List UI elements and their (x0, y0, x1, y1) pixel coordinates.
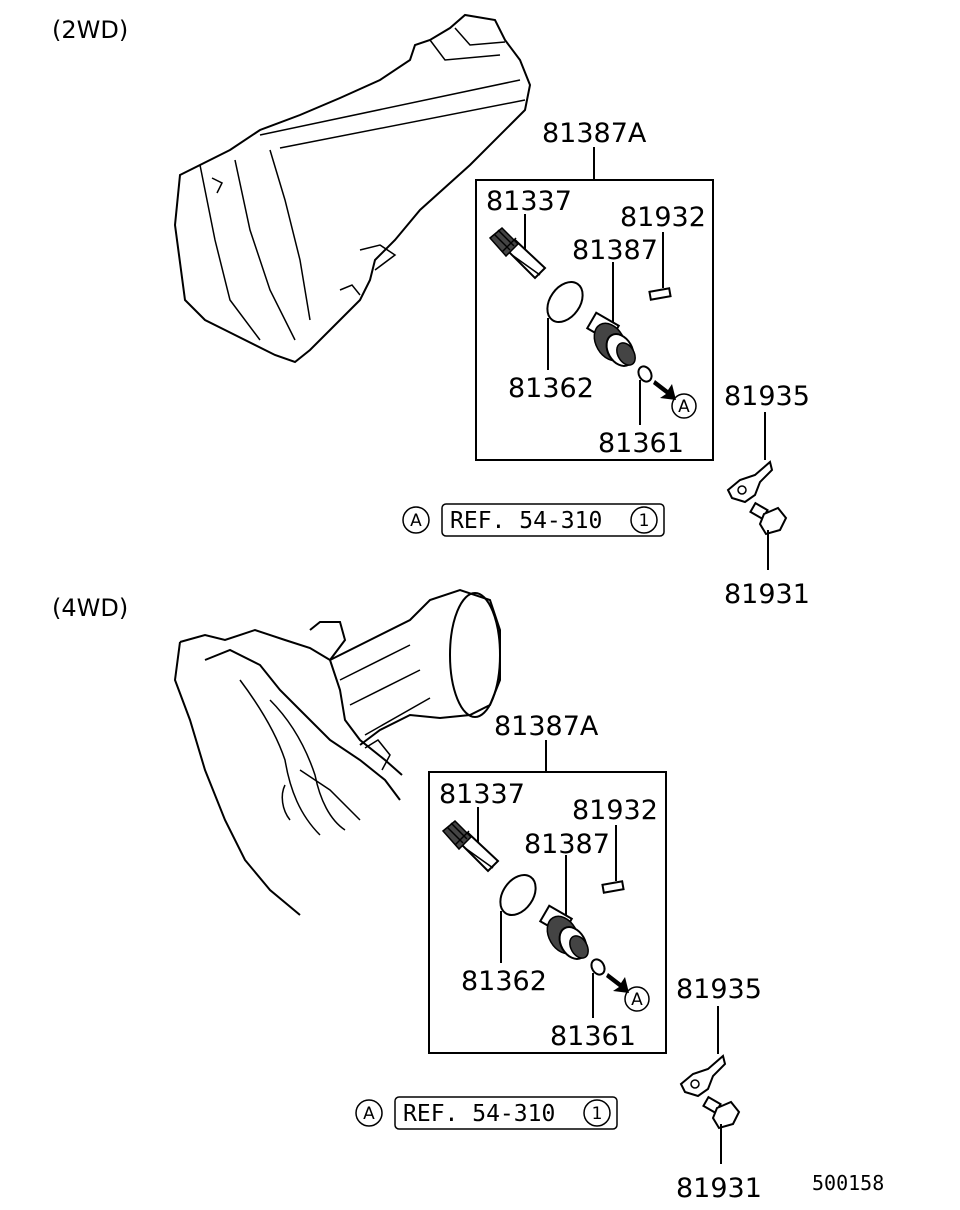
reference-page-2wd: 1 (639, 511, 650, 531)
part-label-pin-4wd: 81932 (572, 795, 658, 826)
pin-2wd (648, 232, 672, 301)
reference-note-4wd: A REF. 54-310 1 (355, 1096, 618, 1130)
diagram-code: 500158 (812, 1171, 884, 1195)
transmission-housing-2wd (173, 13, 532, 364)
reference-marker-2wd: A (410, 511, 422, 531)
callout-marker-4wd: A (631, 990, 643, 1010)
o-ring-large-2wd (546, 281, 584, 370)
drive-gear-4wd (441, 807, 500, 873)
o-ring-small-4wd (590, 958, 629, 1018)
arrow-icon (606, 973, 629, 993)
section-heading-2wd: (2WD) (52, 16, 128, 44)
callout-marker-circle (624, 986, 650, 1012)
part-label-assembly-4wd: 81387A (494, 711, 599, 742)
reference-page-4wd: 1 (592, 1104, 603, 1124)
part-label-gear-4wd: 81337 (439, 779, 525, 810)
bolt-2wd (749, 501, 788, 570)
part-label-clamp-4wd: 81935 (676, 974, 762, 1005)
arrow-icon (653, 380, 676, 400)
reference-marker-4wd: A (363, 1104, 375, 1124)
assembly-box-2wd (475, 179, 714, 461)
sleeve-2wd (585, 262, 636, 367)
part-label-assembly-2wd: 81387A (542, 118, 647, 149)
reference-text-4wd: REF. 54-310 (403, 1101, 555, 1127)
part-label-oring-small-4wd: 81361 (550, 1021, 636, 1052)
o-ring-small-2wd (637, 365, 676, 425)
callout-marker-circle (671, 393, 697, 419)
part-label-pin-2wd: 81932 (620, 202, 706, 233)
section-heading-4wd: (4WD) (52, 594, 128, 622)
part-label-oring-small-2wd: 81361 (598, 428, 684, 459)
bolt-4wd (702, 1095, 741, 1164)
o-ring-large-4wd (499, 874, 537, 963)
part-label-clamp-2wd: 81935 (724, 381, 810, 412)
part-label-oring-large-4wd: 81362 (461, 966, 547, 997)
part-label-gear-2wd: 81337 (486, 186, 572, 217)
part-label-sleeve-2wd: 81387 (572, 235, 658, 266)
assembly-box-4wd (428, 771, 667, 1054)
reference-text-2wd: REF. 54-310 (450, 508, 602, 534)
callout-marker-2wd: A (678, 397, 690, 417)
section-4wd: (4WD) 81387A (52, 588, 762, 1204)
drive-gear-2wd (488, 214, 547, 280)
section-2wd: (2WD) 81387A 81337 (52, 13, 810, 610)
clamp-4wd (679, 1006, 727, 1098)
sleeve-4wd (538, 855, 589, 960)
part-label-bolt-4wd: 81931 (676, 1173, 762, 1204)
part-label-bolt-2wd: 81931 (724, 579, 810, 610)
clamp-2wd (726, 412, 774, 504)
transmission-housing-4wd (173, 588, 501, 916)
part-label-sleeve-4wd: 81387 (524, 829, 610, 860)
reference-note-2wd: A REF. 54-310 1 (402, 503, 665, 537)
pin-4wd (601, 825, 625, 894)
part-label-oring-large-2wd: 81362 (508, 373, 594, 404)
